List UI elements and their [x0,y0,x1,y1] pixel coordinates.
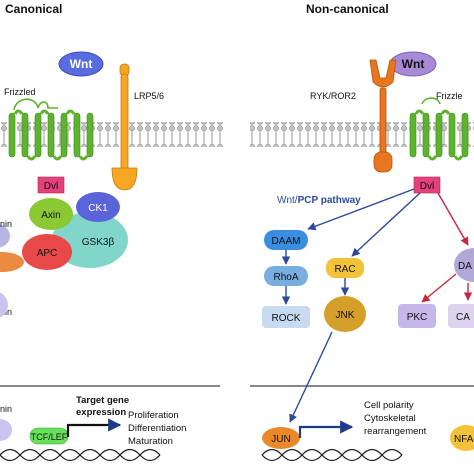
dvl-canonical [37,176,65,194]
jnk-protein [324,296,366,332]
canonical-outcome-3: Maturation [128,436,173,447]
catenin-label-1: nin [0,219,12,229]
noncanonical-outcome-2: Cytoskeletal [364,413,416,424]
ryk-ror2-receptor [369,59,397,173]
wnt-ligand-canonical [58,51,104,77]
target-gene-line2: expression [76,407,126,418]
frizzled-label-canonical: Frizzled [4,87,36,97]
ck1-protein [76,192,120,222]
rhoa-protein [264,266,308,286]
frizzled-label-noncanonical: Frizzle [436,91,463,101]
beta-catenin-partial-2 [0,252,24,272]
wnt-label-canonical: Wnt [70,57,93,71]
dvl-noncanonical [413,176,441,194]
dna-helix-noncanonical [261,448,403,462]
rac-label: RAC [334,264,355,275]
canonical-outcome-2: Differentiation [128,423,186,434]
pkc-label: PKC [407,312,428,323]
frizzled-n-terminal-noncanonical [421,97,441,105]
rhoa-label: RhoA [273,272,298,283]
rock-protein [262,306,310,328]
rock-label: ROCK [272,313,301,324]
ca-protein [448,304,474,328]
daam-right-label: DA [458,261,472,272]
arrow-right-to-pkc [421,273,457,303]
dna-helix-canonical [0,448,161,462]
axin-label: Axin [41,210,60,221]
canonical-outcome-1: Proliferation [128,410,179,421]
tcf-partner-partial [0,419,12,441]
ca-label: CA [456,312,470,323]
arrow-dvl-to-rac [351,192,421,257]
arrow-dvl-to-right [437,192,469,246]
pkc-protein [398,304,436,328]
pcp-pathway-label: Wnt/PCP pathway [277,195,361,206]
lrp-label: LRP5/6 [134,91,164,101]
daam-protein [264,230,308,250]
wnt-label-noncanonical: Wnt [402,57,425,71]
noncanonical-title: Non-canonical [306,2,389,16]
frizzled-receptor-noncanonical [409,109,469,161]
rac-protein [326,258,364,278]
apc-label: APC [37,248,58,259]
tcf-lef-label: TCF/LEF [31,432,68,442]
noncanonical-outcome-1: Cell polarity [364,400,414,411]
canonical-transcription-arrow [66,418,122,437]
dvl-label-canonical: Dvl [44,181,58,192]
canonical-membrane [0,122,225,147]
ck1-label: CK1 [88,203,108,214]
daam-right-protein [454,248,474,282]
catenin-label-3: nin [0,404,12,414]
beta-catenin-partial-1 [0,224,10,248]
axin-protein [29,198,73,230]
arrow-jnk-to-jun [289,331,333,423]
nfat-factor [450,425,474,451]
pcp-pathway-bold: PCP pathway [298,195,362,206]
noncanonical-outcome-3: rearrangement [364,426,427,437]
dvl-label-noncanonical: Dvl [420,181,434,192]
canonical-title: Canonical [5,2,62,16]
beta-catenin-partial-3 [0,292,8,318]
apc-protein [22,234,72,270]
frizzled-receptor-canonical [8,109,94,161]
daam-label: DAAM [272,236,301,247]
arrow-dvl-to-daam [307,188,415,231]
nfat-label: NFA [454,434,474,445]
ryk-label: RYK/ROR2 [310,91,356,101]
frizzled-n-terminal-canonical [13,98,58,111]
jnk-label: JNK [336,310,355,321]
lrp-coreceptor [111,63,138,191]
pcp-pathway-prefix: Wnt/ [277,195,298,206]
gsk3b-label: GSK3β [82,237,115,248]
jun-factor [262,427,300,449]
jun-label: JUN [271,434,290,445]
target-gene-line1: Target gene [76,395,129,406]
noncanonical-transcription-arrow [298,420,354,438]
